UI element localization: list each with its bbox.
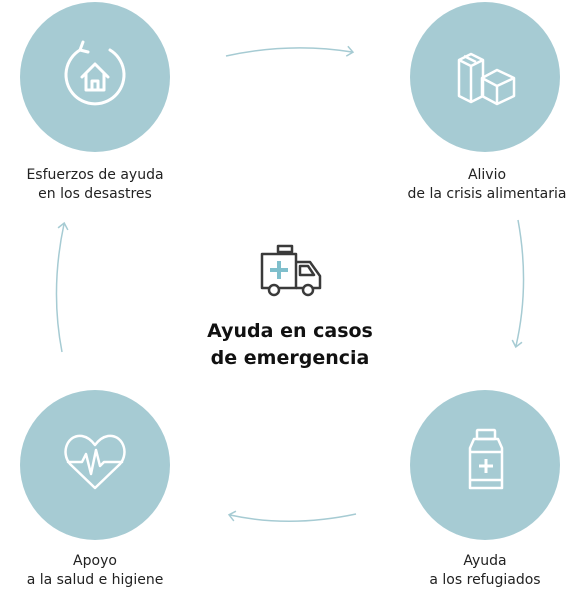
label-line: de la crisis alimentaria [407,186,567,202]
center-title-line: de emergencia [210,347,370,369]
label-health-hygiene: Apoyo a la salud e higiene [0,552,205,590]
label-refugees: Ayuda a los refugiados [375,552,580,590]
center-title: Ayuda en casos de emergencia [180,318,400,372]
boxes-icon [457,52,516,106]
circle-refugees [410,390,560,540]
circle-disaster-relief [20,2,170,152]
label-line: a la salud e higiene [26,572,164,588]
label-disaster-relief: Esfuerzos de ayuda en los desastres [0,166,205,204]
center-title-line: Ayuda en casos [207,320,373,342]
heartbeat-icon [64,434,126,490]
ambulance-icon [260,244,322,297]
label-line: Alivio [467,167,507,183]
label-line: Esfuerzos de ayuda [26,167,164,183]
label-line: a los refugiados [429,572,541,588]
circle-health-hygiene [20,390,170,540]
circle-food-crisis [410,2,560,152]
label-line: Ayuda [463,553,507,569]
arrow-left [55,221,69,353]
arrow-bottom [227,510,357,522]
label-food-crisis: Alivio de la crisis alimentaria [377,166,580,204]
arrow-top [225,45,355,57]
arrow-right [511,219,525,349]
label-line: Apoyo [73,553,117,569]
label-line: en los desastres [38,186,152,202]
medicine-bottle-icon [468,428,504,490]
house-cycle-icon [64,40,126,106]
